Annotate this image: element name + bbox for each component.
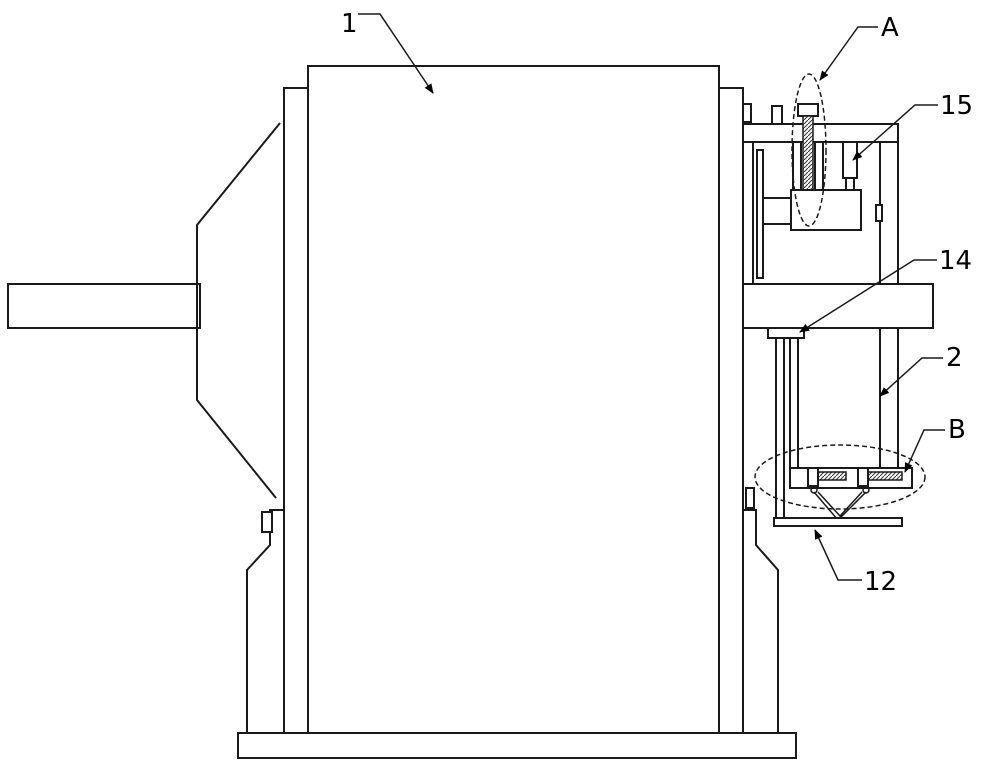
shaft	[8, 284, 200, 328]
label-1: 1	[341, 9, 358, 39]
right-clip	[746, 488, 754, 508]
connector-plate	[763, 198, 791, 224]
leader-a	[820, 27, 878, 80]
vertical-rod-left	[776, 338, 784, 518]
motor-box	[791, 190, 861, 230]
right-upper-boss	[743, 104, 751, 122]
label-15: 15	[940, 91, 973, 121]
frame-top-boss	[772, 106, 782, 124]
main-drum	[308, 66, 719, 733]
label-b: B	[948, 415, 966, 445]
label-12: 12	[864, 567, 897, 597]
cleaning-pad	[774, 518, 902, 526]
slider-screw-right	[868, 472, 902, 480]
label-2: 2	[946, 343, 963, 373]
right-end-plate	[719, 88, 743, 733]
frame-inner-post	[743, 142, 753, 284]
cylinder	[843, 142, 857, 178]
frame-top-bar	[743, 124, 898, 142]
left-housing	[197, 123, 280, 498]
slider-screw-left	[818, 472, 846, 480]
screw-guide-right	[815, 142, 823, 190]
label-a: A	[881, 13, 899, 43]
vertical-rod-right	[790, 338, 798, 468]
right-support	[743, 510, 778, 733]
base-plate	[238, 733, 796, 758]
left-support	[247, 510, 284, 733]
lead-screw	[803, 116, 813, 190]
screw-cap	[798, 104, 818, 116]
slider-block-left	[808, 468, 818, 486]
slider-block-right	[858, 468, 868, 486]
leader-b	[905, 430, 945, 472]
label-14: 14	[939, 246, 972, 276]
frame-right-plate-lower	[880, 328, 898, 468]
linkage-arms	[814, 492, 866, 520]
frame-right-notch	[876, 205, 882, 221]
cylinder-rod	[846, 178, 854, 190]
leader-12	[815, 530, 862, 580]
left-end-plate	[284, 88, 308, 733]
horizontal-beam	[743, 284, 933, 328]
rod-mount-block	[768, 328, 804, 338]
left-clip	[262, 512, 272, 532]
